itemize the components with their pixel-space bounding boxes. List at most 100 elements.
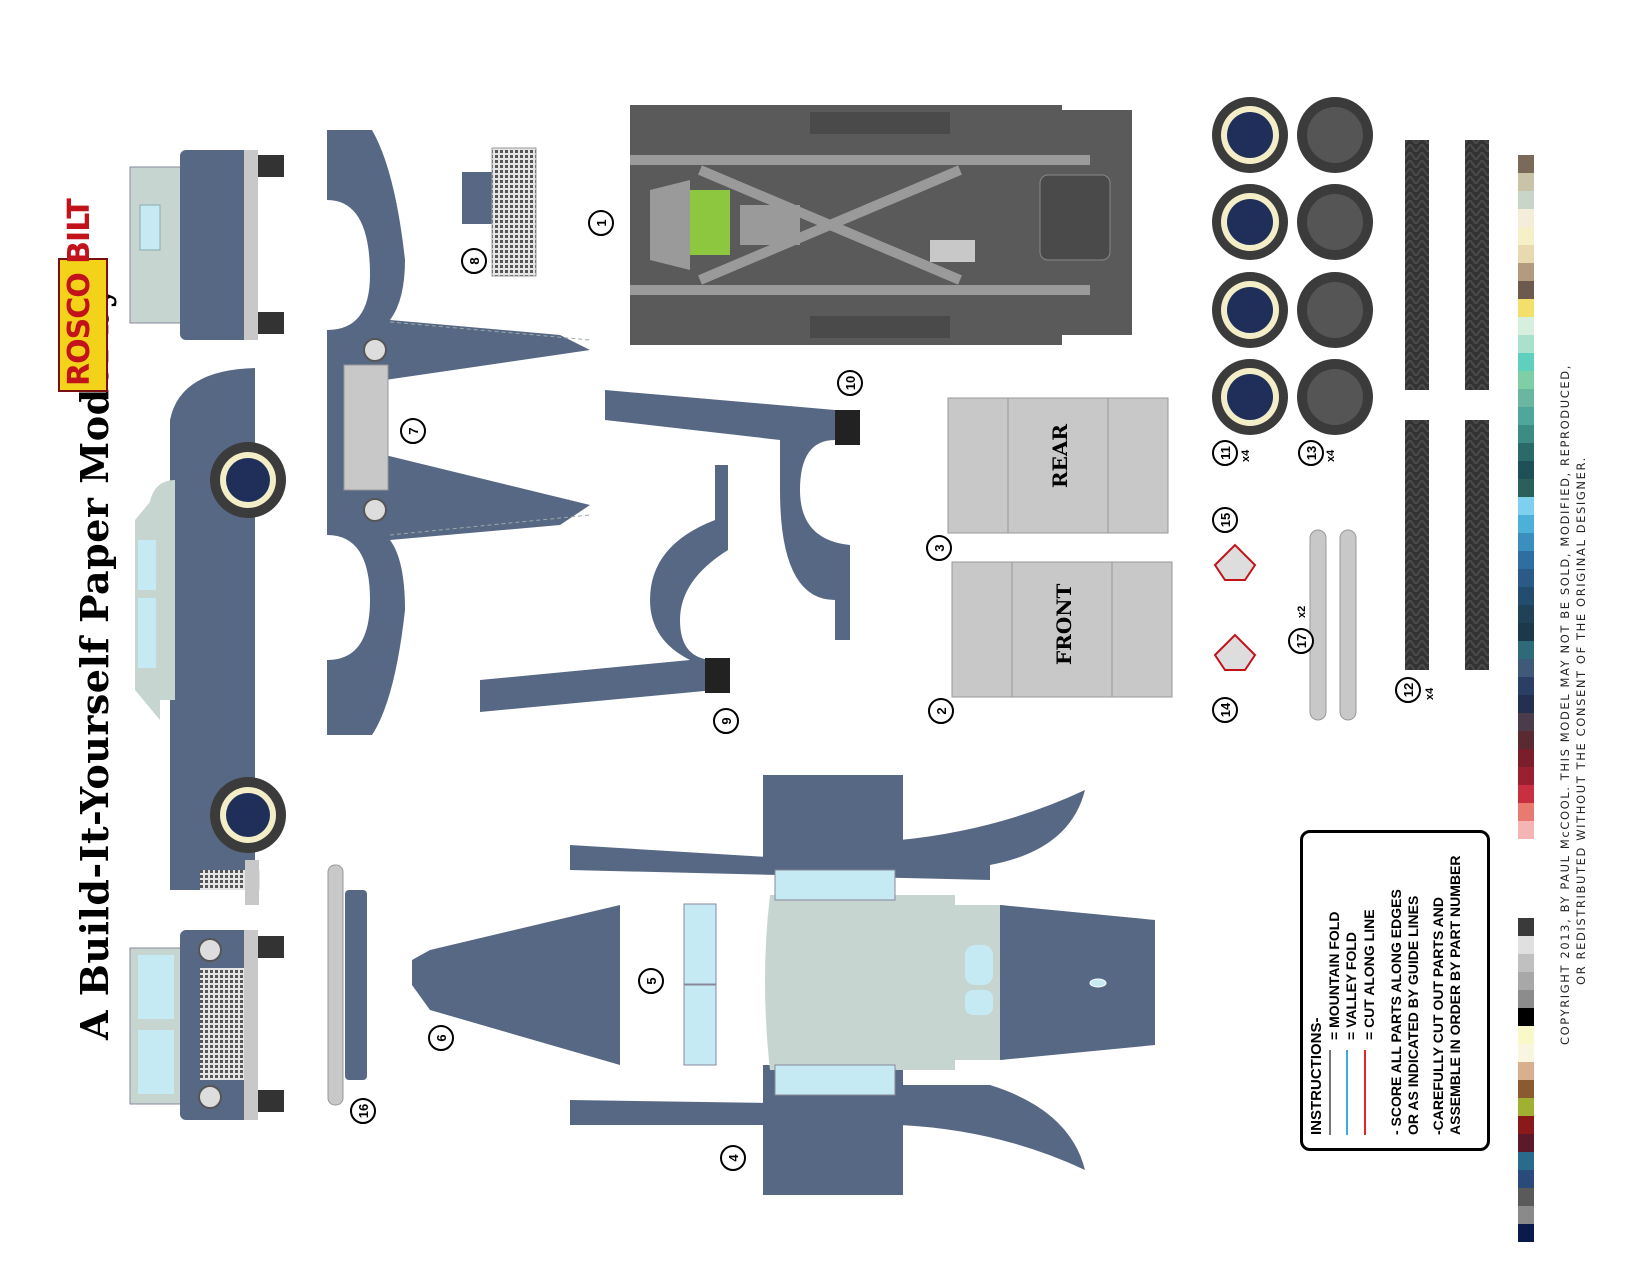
part-13-tires (1297, 97, 1373, 435)
color-swatch (1518, 209, 1534, 227)
color-swatch (1518, 533, 1534, 551)
instructions-step-2a: -CAREFULLY CUT OUT PARTS AND (1430, 897, 1446, 1135)
part-number-14: 14 (1212, 697, 1238, 723)
part-number-10: 10 (837, 370, 863, 396)
part-number-1: 1 (588, 210, 614, 236)
rear-panel-label: REAR (1048, 423, 1072, 488)
color-swatch (1518, 371, 1534, 389)
color-swatch (1518, 749, 1534, 767)
color-swatch (1518, 918, 1534, 936)
color-swatch (1518, 407, 1534, 425)
part-number-11: 11 (1212, 440, 1238, 466)
color-swatch (1518, 317, 1534, 335)
color-swatch (1518, 659, 1534, 677)
color-swatch (1518, 263, 1534, 281)
instructions-step-1b: OR AS INDICATED BY GUIDE LINES (1405, 895, 1421, 1135)
part-number-5: 5 (638, 968, 664, 994)
color-swatch (1518, 461, 1534, 479)
side-view-wheel-front (210, 777, 286, 853)
part-17-running-boards (1309, 529, 1357, 721)
color-swatch (1518, 767, 1534, 785)
color-swatch (1518, 1170, 1534, 1188)
multiplier-part-11: x4 (1240, 449, 1252, 462)
instructions-step-2b: ASSEMBLE IN ORDER BY PART NUMBER (1447, 855, 1463, 1135)
part-10-rear-fender (605, 390, 860, 640)
color-swatch (1518, 389, 1534, 407)
part-7-front-fenders (327, 130, 591, 735)
color-swatch (1518, 990, 1534, 1008)
color-swatch (1518, 425, 1534, 443)
part-16-bumper (327, 864, 367, 1106)
color-swatch (1518, 1206, 1534, 1224)
part-4-body-shell (570, 775, 1155, 1195)
part-11-hubcaps (1212, 97, 1288, 435)
color-swatch (1518, 641, 1534, 659)
part-number-2: 2 (928, 698, 954, 724)
line-legend (1329, 1050, 1366, 1135)
color-swatch (1518, 227, 1534, 245)
brand-logo: ROSCO BILT (58, 199, 108, 392)
color-swatch (1518, 443, 1534, 461)
copyright-line-1: COPYRIGHT 2013, BY PAUL McCOOL. THIS MOD… (1558, 364, 1572, 1045)
part-number-15: 15 (1212, 507, 1238, 533)
color-swatch (1518, 155, 1534, 173)
color-swatch (1518, 713, 1534, 731)
part-14-ornament (1213, 633, 1257, 671)
color-swatch (1518, 173, 1534, 191)
color-swatch (1518, 587, 1534, 605)
color-swatch (1518, 497, 1534, 515)
color-swatch (1518, 479, 1534, 497)
color-swatch (1518, 695, 1534, 713)
part-number-6: 6 (428, 1025, 454, 1051)
color-swatch (1518, 1224, 1534, 1242)
multiplier-part-12: x4 (1424, 687, 1436, 700)
multiplier-part-13: x4 (1325, 449, 1337, 462)
part-number-16: 16 (350, 1098, 376, 1124)
part-5-windows (683, 903, 717, 1066)
side-view-wheel-rear (210, 442, 286, 518)
part-1-chassis (630, 105, 1132, 345)
color-swatch (1518, 335, 1534, 353)
part-number-7: 7 (400, 418, 426, 444)
color-swatch (1518, 821, 1534, 839)
color-swatch (1518, 353, 1534, 371)
color-swatch (1518, 1116, 1534, 1134)
car-top-view (129, 150, 284, 340)
part-12-tire-treads (1405, 140, 1489, 670)
car-side-view (135, 368, 260, 905)
color-swatch (1518, 677, 1534, 695)
color-swatch (1518, 1098, 1534, 1116)
color-swatch (1518, 281, 1534, 299)
color-swatch (1518, 1188, 1534, 1206)
color-swatch (1518, 1080, 1534, 1098)
copyright-line-2: OR REDISTRIBUTED WITHOUT THE CONSENT OF … (1574, 456, 1588, 985)
part-3-rear-panel (947, 397, 1169, 534)
part-8-grille (462, 147, 537, 277)
front-panel-label: FRONT (1052, 583, 1076, 665)
part-number-4: 4 (720, 1145, 746, 1171)
instructions-cut: = CUT ALONG LINE (1361, 909, 1377, 1040)
color-swatch (1518, 1008, 1534, 1026)
part-number-3: 3 (926, 535, 952, 561)
color-swatch (1518, 605, 1534, 623)
part-number-12: 12 (1395, 677, 1421, 703)
instructions-step-1a: - SCORE ALL PARTS ALONG EDGES (1388, 889, 1404, 1135)
color-swatch (1518, 299, 1534, 317)
instructions-heading: INSTRUCTIONS- (1308, 1017, 1325, 1136)
part-number-8: 8 (461, 248, 487, 274)
color-swatch (1518, 803, 1534, 821)
color-swatch (1518, 569, 1534, 587)
color-swatch (1518, 623, 1534, 641)
part-15-ornament (1213, 543, 1257, 581)
color-swatch (1518, 1026, 1534, 1044)
color-swatch (1518, 191, 1534, 209)
part-6-hood (412, 905, 620, 1065)
color-swatch (1518, 1134, 1534, 1152)
color-swatch (1518, 551, 1534, 569)
color-swatch (1518, 515, 1534, 533)
instructions-valley: = VALLEY FOLD (1343, 932, 1359, 1040)
part-number-9: 9 (713, 708, 739, 734)
multiplier-part-17: x2 (1296, 605, 1308, 618)
color-swatch (1518, 936, 1534, 954)
